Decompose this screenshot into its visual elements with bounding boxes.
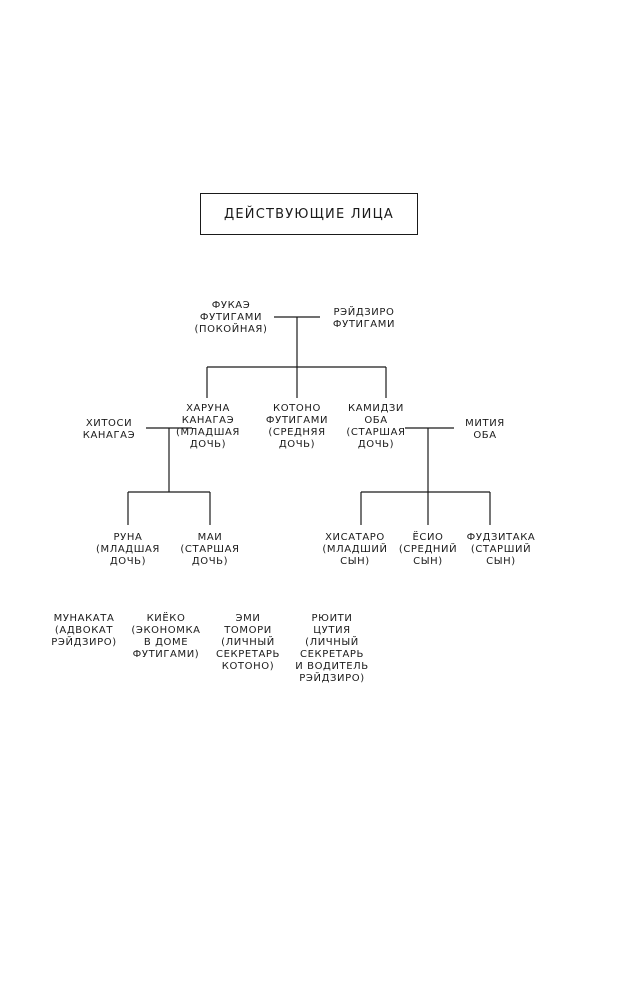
name-line: РЭЙДЗИРО (333, 307, 395, 318)
name-line: ДОЧЬ) (189, 439, 227, 450)
name-line: МИТИЯ (465, 418, 505, 429)
name-line: (МЛАДШАЯ (176, 427, 240, 438)
name-line: (ЛИЧНЫЙ (305, 637, 359, 648)
name-line: ХАРУНА (186, 403, 230, 414)
name-line: В ДОМЕ (143, 637, 189, 648)
name-line: И ВОДИТЕЛЬ (295, 661, 369, 672)
name-line: ОБА (473, 430, 497, 441)
name-line: ХИСАТАРО (325, 532, 385, 543)
name-line: КИЁКО (146, 613, 186, 624)
name-line: (СРЕДНЯЯ (268, 427, 326, 438)
name-line: ТОМОРИ (224, 625, 272, 636)
name-line: РЮИТИ (311, 613, 353, 624)
name-line: ФУТИГАМИ (332, 319, 396, 330)
name-line: (СРЕДНИЙ (398, 544, 458, 555)
name-line: ДОЧЬ) (109, 556, 147, 567)
name-line: ХИТОСИ (85, 418, 133, 429)
name-line: КОТОНО (273, 403, 321, 414)
name-line: (МЛАДШАЯ (96, 544, 160, 555)
name-line: КОТОНО) (221, 661, 275, 672)
name-line: СЕКРЕТАРЬ (300, 649, 364, 660)
name-line: ФУКАЭ (211, 300, 251, 311)
name-line: ФУДЗИТАКА (466, 532, 536, 543)
name-line: (АДВОКАТ (54, 625, 114, 636)
name-line: КАНАГАЭ (82, 430, 136, 441)
page-title: ДЕЙСТВУЮЩИЕ ЛИЦА (224, 206, 394, 222)
name-line: ФУТИГАМИ (199, 312, 263, 323)
title-box: ДЕЙСТВУЮЩИЕ ЛИЦА (200, 193, 418, 235)
name-line: (ПОКОЙНАЯ) (194, 324, 268, 335)
name-line: СЫН) (486, 556, 516, 567)
name-line: (СТАРШИЙ (470, 544, 532, 555)
name-line: МУНАКАТА (53, 613, 115, 624)
name-line: ДОЧЬ) (278, 439, 316, 450)
name-line: ЭМИ (235, 613, 261, 624)
name-line: ЦУТИЯ (313, 625, 351, 636)
name-line: РЭЙДЗИРО) (299, 673, 365, 684)
name-line: КАНАГАЭ (181, 415, 235, 426)
name-line: ОБА (364, 415, 388, 426)
name-line: ФУТИГАМИ (265, 415, 329, 426)
name-line: РЭЙДЗИРО) (51, 637, 117, 648)
name-line: ЁСИО (412, 532, 444, 543)
name-line: (СТАРШАЯ (346, 427, 406, 438)
name-line: МАИ (197, 532, 223, 543)
name-line: (МЛАДШИЙ (322, 544, 388, 555)
name-line: СЫН) (413, 556, 443, 567)
name-line: ДОЧЬ) (191, 556, 229, 567)
name-line: СЕКРЕТАРЬ (216, 649, 280, 660)
name-line: (СТАРШАЯ (180, 544, 240, 555)
name-line: ФУТИГАМИ) (132, 649, 200, 660)
name-line: (ЭКОНОМКА (131, 625, 201, 636)
name-line: ДОЧЬ) (357, 439, 395, 450)
name-line: РУНА (113, 532, 143, 543)
name-line: СЫН) (340, 556, 370, 567)
name-line: (ЛИЧНЫЙ (221, 637, 275, 648)
name-line: КАМИДЗИ (348, 403, 404, 414)
